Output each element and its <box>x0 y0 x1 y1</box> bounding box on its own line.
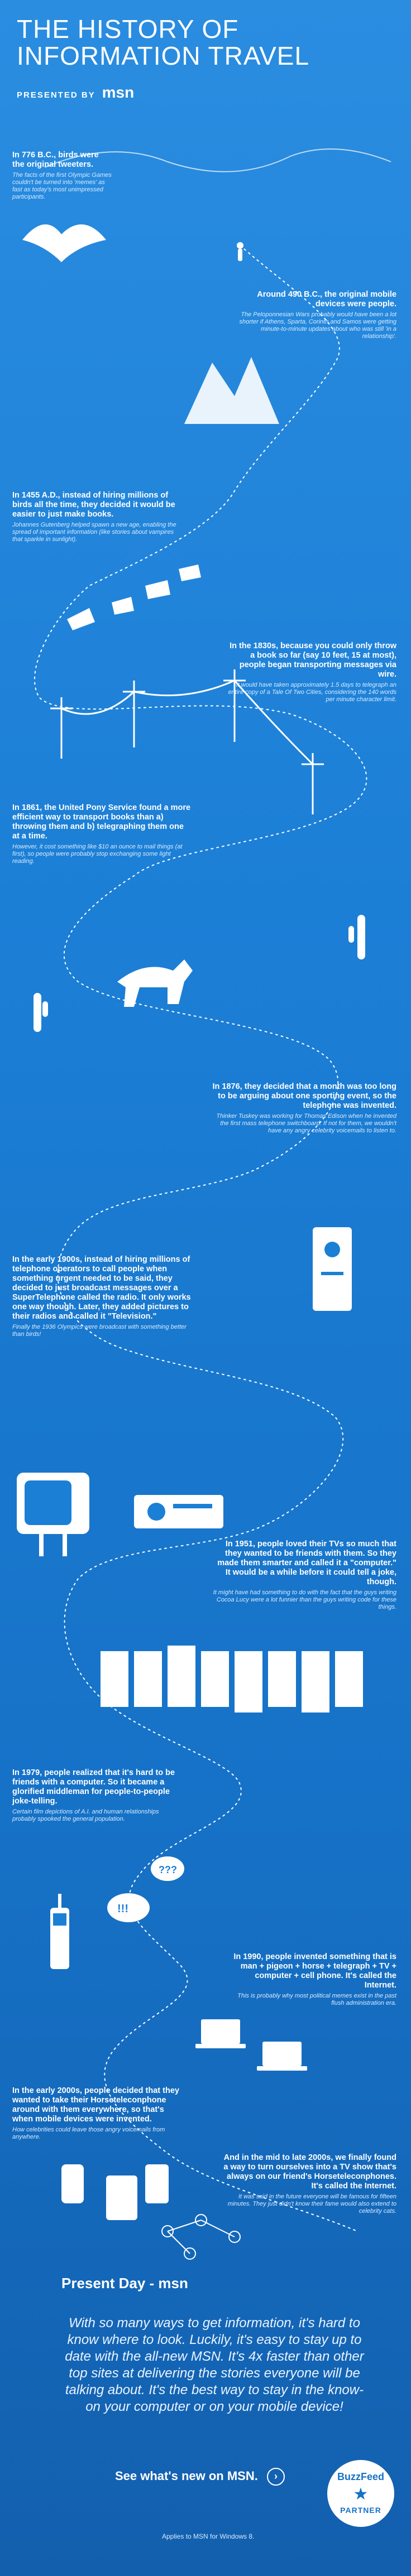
horse-rider-icon <box>117 959 193 1007</box>
event-headline: In the 1830s, because you could only thr… <box>230 641 396 679</box>
telephone-icon <box>313 1227 352 1311</box>
svg-text:???: ??? <box>159 1864 177 1875</box>
title-line-2: INFORMATION TRAVEL <box>17 41 310 70</box>
speech-bubbles-icon: !!! ??? <box>107 1856 184 1922</box>
mountains-icon <box>184 357 279 424</box>
event-headline: In 776 B.C., birds were the original twe… <box>12 151 99 169</box>
badge-top-text: BuzzFeed <box>337 2471 384 2482</box>
social-network-icon <box>161 2214 241 2260</box>
event-headline: In 1455 A.D., instead of hiring millions… <box>12 491 175 519</box>
title-line-1: THE HISTORY OF <box>17 15 239 44</box>
books-icon <box>67 565 201 630</box>
event-early-2000s: In the early 2000s, people decided that … <box>12 2086 180 2141</box>
event-headline: And in the mid to late 2000s, we finally… <box>223 2153 396 2191</box>
event-headline: In 1861, the United Pony Service found a… <box>12 803 191 841</box>
presented-by: PRESENTED BY msn <box>17 84 134 102</box>
footnote: Applies to MSN for Windows 8. <box>162 2532 255 2540</box>
badge-bottom-text: PARTNER <box>340 2506 381 2515</box>
runner-icon <box>237 242 243 261</box>
event-headline: In the early 1900s, instead of hiring mi… <box>12 1255 191 1321</box>
msn-logo: msn <box>158 2275 188 2292</box>
event-detail: However, it cost something like $10 an o… <box>12 843 183 865</box>
event-headline: In 1876, they decided that a month was t… <box>212 1082 396 1110</box>
event-headline: Around 490 B.C., the original mobile dev… <box>257 290 396 308</box>
event-1979: In 1979, people realized that it's hard … <box>12 1768 180 1823</box>
event-headline: In the early 2000s, people decided that … <box>12 2086 179 2124</box>
event-1455ad: In 1455 A.D., instead of hiring millions… <box>12 491 180 543</box>
event-detail: The Peloponnesian Wars probably would ha… <box>239 311 396 340</box>
cta-label: See what's new on MSN. <box>115 2468 258 2483</box>
event-detail: Johannes Gutenberg helped spawn a new ag… <box>12 522 176 543</box>
event-detail: Thinker Tuskey was working for Thomas Ed… <box>216 1113 396 1134</box>
television-icon <box>17 1473 89 1556</box>
event-776bc: In 776 B.C., birds were the original twe… <box>12 151 113 201</box>
laptop-icon <box>195 2019 307 2071</box>
event-detail: Finally the 1936 Olympics were broadcast… <box>12 1324 187 1338</box>
hills <box>44 148 391 172</box>
event-1830s: In the 1830s, because you could only thr… <box>223 641 396 703</box>
star-icon: ★ <box>353 2485 369 2503</box>
msn-logo: msn <box>102 84 135 101</box>
svg-text:!!!: !!! <box>117 1903 128 1915</box>
timeline-route <box>34 245 367 2232</box>
mainframe-computers-icon <box>101 1646 363 1712</box>
radio-icon <box>134 1495 223 1528</box>
page-title: THE HISTORY OF INFORMATION TRAVEL <box>17 16 309 69</box>
event-1876: In 1876, they decided that a month was t… <box>212 1082 396 1135</box>
event-detail: The facts of the first Olympic Games cou… <box>12 172 112 200</box>
event-detail: It would have taken approximately 1.5 da… <box>228 682 396 703</box>
arrow-right-icon: › <box>266 2468 285 2486</box>
event-detail: It might have had something to do with t… <box>213 1589 396 1610</box>
event-detail: It was said in the future everyone will … <box>227 2193 396 2215</box>
brick-phone-icon <box>50 1894 69 1969</box>
present-day-label: Present Day - <box>61 2275 155 2292</box>
bird-icon <box>22 224 106 262</box>
event-early-1900s: In the early 1900s, instead of hiring mi… <box>12 1255 191 1338</box>
event-1990: In 1990, people invented something that … <box>223 1952 396 2007</box>
event-detail: Certain film depictions of A.I. and huma… <box>12 1808 159 1822</box>
event-headline: In 1979, people realized that it's hard … <box>12 1768 175 1806</box>
event-headline: In 1990, people invented something that … <box>233 1952 396 1990</box>
see-whats-new-link[interactable]: See what's new on MSN. › <box>115 2468 285 2486</box>
event-490bc: Around 490 B.C., the original mobile dev… <box>229 290 396 340</box>
event-detail: How celebrities could leave those angry … <box>12 2126 165 2140</box>
mobile-devices-icon <box>61 2164 169 2220</box>
present-day-heading: Present Day - msn <box>61 2275 188 2292</box>
event-headline: In 1951, people loved their TVs so much … <box>217 1540 396 1586</box>
presented-by-label: PRESENTED BY <box>17 90 95 100</box>
event-1951: In 1951, people loved their TVs so much … <box>212 1540 396 1611</box>
cactus-icon <box>34 915 365 1032</box>
event-1861: In 1861, the United Pony Service found a… <box>12 803 191 865</box>
event-detail: This is probably why most political meme… <box>237 1993 396 2006</box>
buzzfeed-partner-badge: BuzzFeed ★ PARTNER <box>327 2460 394 2527</box>
present-day-body: With so many ways to get information, it… <box>65 2315 364 2414</box>
telegraph-poles-icon <box>50 669 324 814</box>
event-late-2000s: And in the mid to late 2000s, we finally… <box>223 2153 396 2215</box>
